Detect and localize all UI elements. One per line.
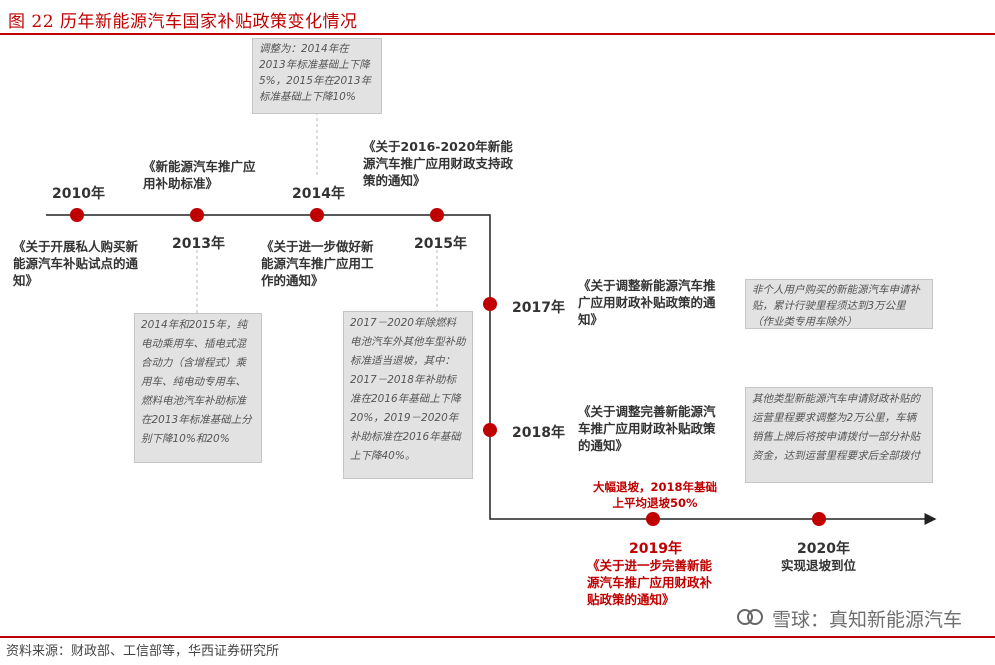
dot-2019 [646,512,660,526]
policy-2015: 《关于2016-2020年新能源汽车推广应用财政支持政策的通知》 [363,139,514,188]
year-2018: 2018年 [512,425,565,441]
policy-2020: 实现退坡到位 [781,558,857,573]
note-2014-adjustment: 调整为：2014年在2013年标准基础上下降5%，2015年在2013年标准基础… [252,38,382,114]
policy-2018: 《关于调整完善新能源汽车推广应用财政补贴政策的通知》 [578,404,716,453]
note-2017: 非个人用户购买的新能源汽车申请补贴，累计行驶里程须达到3万公里（作业类专用车除外… [745,279,933,329]
year-2010: 2010年 [52,186,105,202]
dot-2015 [430,208,444,222]
dot-2017 [483,297,497,311]
dot-2010 [70,208,84,222]
dot-2020 [812,512,826,526]
dot-2018 [483,423,497,437]
note-2013: 2014年和2015年，纯电动乘用车、插电式混合动力（含增程式）乘用车、纯电动专… [134,313,262,463]
footer-rule [0,636,995,638]
year-2015: 2015年 [414,236,467,252]
watermark-text: 雪球：真知新能源汽车 [772,609,963,631]
timeline-line [46,214,937,525]
figure-title: 图 22 历年新能源汽车国家补贴政策变化情况 [8,12,358,32]
policy-2013: 《新能源汽车推广应用补助标准》 [143,159,256,191]
callout-2019-reduction: 大幅退坡，2018年基础上平均退坡50% [593,480,718,510]
source-footnote: 资料来源：财政部、工信部等，华西证券研究所 [6,644,280,659]
dot-2014 [310,208,324,222]
note-2018: 其他类型新能源汽车申请财政补贴的运营里程要求调整为2万公里，车辆销售上牌后将按申… [745,387,933,483]
dot-2013 [190,208,204,222]
title-rule [0,33,995,35]
policy-2017: 《关于调整新能源汽车推广应用财政补贴政策的通知》 [578,278,716,327]
policy-2019: 《关于进一步完善新能源汽车推广应用财政补贴政策的通知》 [587,558,713,607]
year-2014: 2014年 [292,186,345,202]
year-2019: 2019年 [629,541,682,557]
year-2020: 2020年 [797,541,850,557]
policy-2014: 《关于进一步做好新能源汽车推广应用工作的通知》 [261,239,374,288]
note-2015: 2017－2020年除燃料电池汽车外其他车型补助标准适当退坡，其中：2017－2… [343,311,473,479]
snowball-logo-icon [737,609,763,625]
year-2017: 2017年 [512,300,565,316]
year-2013: 2013年 [172,236,225,252]
policy-2010: 《关于开展私人购买新能源汽车补贴试点的通知》 [13,239,139,288]
